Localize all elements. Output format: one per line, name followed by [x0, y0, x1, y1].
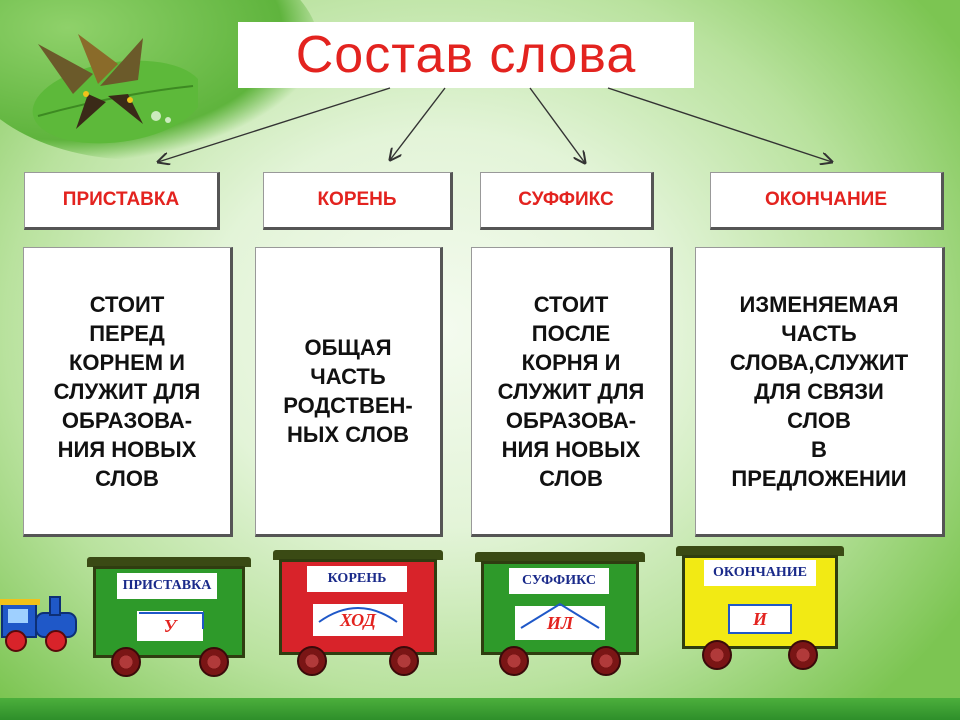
header-suffix: СУФФИКС: [480, 172, 654, 230]
wagon-label-plate: СУФФИКС: [509, 568, 609, 594]
wagon-morpheme-slot: И: [728, 604, 792, 634]
wagon-label-plate: ПРИСТАВКА: [117, 573, 217, 599]
wagon-morpheme-slot: ХОД: [313, 604, 403, 636]
wheel: [499, 646, 529, 676]
wheel: [702, 640, 732, 670]
locomotive-icon: [0, 596, 77, 652]
wagon-prefix-label: ПРИСТАВКА: [122, 578, 212, 593]
desc-ending-text: ИЗМЕНЯЕМАЯ ЧАСТЬ СЛОВА,СЛУЖИТ ДЛЯ СВЯЗИ …: [729, 291, 909, 491]
wagon-label-plate: ОКОНЧАНИЕ: [704, 560, 816, 586]
desc-suffix: СТОИТ ПОСЛЕ КОРНЯ И СЛУЖИТ ДЛЯ ОБРАЗОВА-…: [471, 247, 673, 537]
wagon-prefix: ПРИСТАВКА У: [87, 557, 251, 677]
wheel: [297, 646, 327, 676]
wagon-root-morpheme: ХОД: [340, 609, 376, 630]
wagon-suffix-morpheme: ИЛ: [546, 612, 574, 633]
page-title: Состав слова: [295, 26, 637, 84]
desc-prefix: СТОИТ ПЕРЕД КОРНЕМ И СЛУЖИТ ДЛЯ ОБРАЗОВА…: [23, 247, 233, 537]
wagon-label-plate: КОРЕНЬ: [307, 566, 407, 592]
desc-suffix-text: СТОИТ ПОСЛЕ КОРНЯ И СЛУЖИТ ДЛЯ ОБРАЗОВА-…: [497, 291, 645, 491]
header-ending: ОКОНЧАНИЕ: [710, 172, 944, 230]
wheel: [788, 640, 818, 670]
header-prefix-label: ПРИСТАВКА: [62, 189, 180, 210]
header-root-label: КОРЕНЬ: [317, 189, 397, 210]
wagon-roof: [475, 552, 645, 562]
desc-ending: ИЗМЕНЯЕМАЯ ЧАСТЬ СЛОВА,СЛУЖИТ ДЛЯ СВЯЗИ …: [695, 247, 945, 537]
header-suffix-label: СУФФИКС: [518, 189, 614, 210]
arrow-to-root: [390, 87, 446, 160]
header-prefix: ПРИСТАВКА: [24, 172, 220, 230]
wheel: [111, 647, 141, 677]
wagon-ending-morpheme: И: [752, 608, 767, 629]
wheel: [199, 647, 229, 677]
arrow-to-ending: [607, 87, 832, 162]
header-ending-label: ОКОНЧАНИЕ: [765, 189, 887, 210]
wheel: [591, 646, 621, 676]
wagon-roof: [87, 557, 251, 567]
butterfly-on-leaf-icon: [32, 34, 198, 144]
wheel: [389, 646, 419, 676]
wagon-morpheme-slot: У: [137, 611, 203, 641]
bottom-strip: [0, 698, 960, 720]
desc-root-text: ОБЩАЯ ЧАСТЬ РОДСТВЕН- НЫХ СЛОВ: [283, 335, 413, 447]
wagon-ending: ОКОНЧАНИЕ И: [676, 546, 844, 670]
desc-prefix-text: СТОИТ ПЕРЕД КОРНЕМ И СЛУЖИТ ДЛЯ ОБРАЗОВА…: [53, 291, 201, 491]
wagon-suffix: СУФФИКС ИЛ: [475, 552, 645, 676]
wagon-prefix-morpheme: У: [163, 615, 177, 636]
arrow-to-prefix: [158, 87, 391, 162]
wagon-roof: [676, 546, 844, 556]
wagon-suffix-label: СУФФИКС: [521, 573, 596, 588]
wagon-roof: [273, 550, 443, 560]
suffix-mark-icon: [520, 602, 600, 629]
wagon-root-label: КОРЕНЬ: [327, 571, 387, 586]
arrow-to-suffix: [529, 87, 585, 163]
prefix-mark-icon: [139, 612, 204, 629]
title-box: Состав слова: [238, 22, 694, 88]
wagon-ending-label: ОКОНЧАНИЕ: [713, 565, 807, 580]
wagon-root: КОРЕНЬ ХОД: [273, 550, 443, 676]
desc-root: ОБЩАЯ ЧАСТЬ РОДСТВЕН- НЫХ СЛОВ: [255, 247, 443, 537]
root-mark-icon: [318, 607, 398, 623]
header-root: КОРЕНЬ: [263, 172, 453, 230]
